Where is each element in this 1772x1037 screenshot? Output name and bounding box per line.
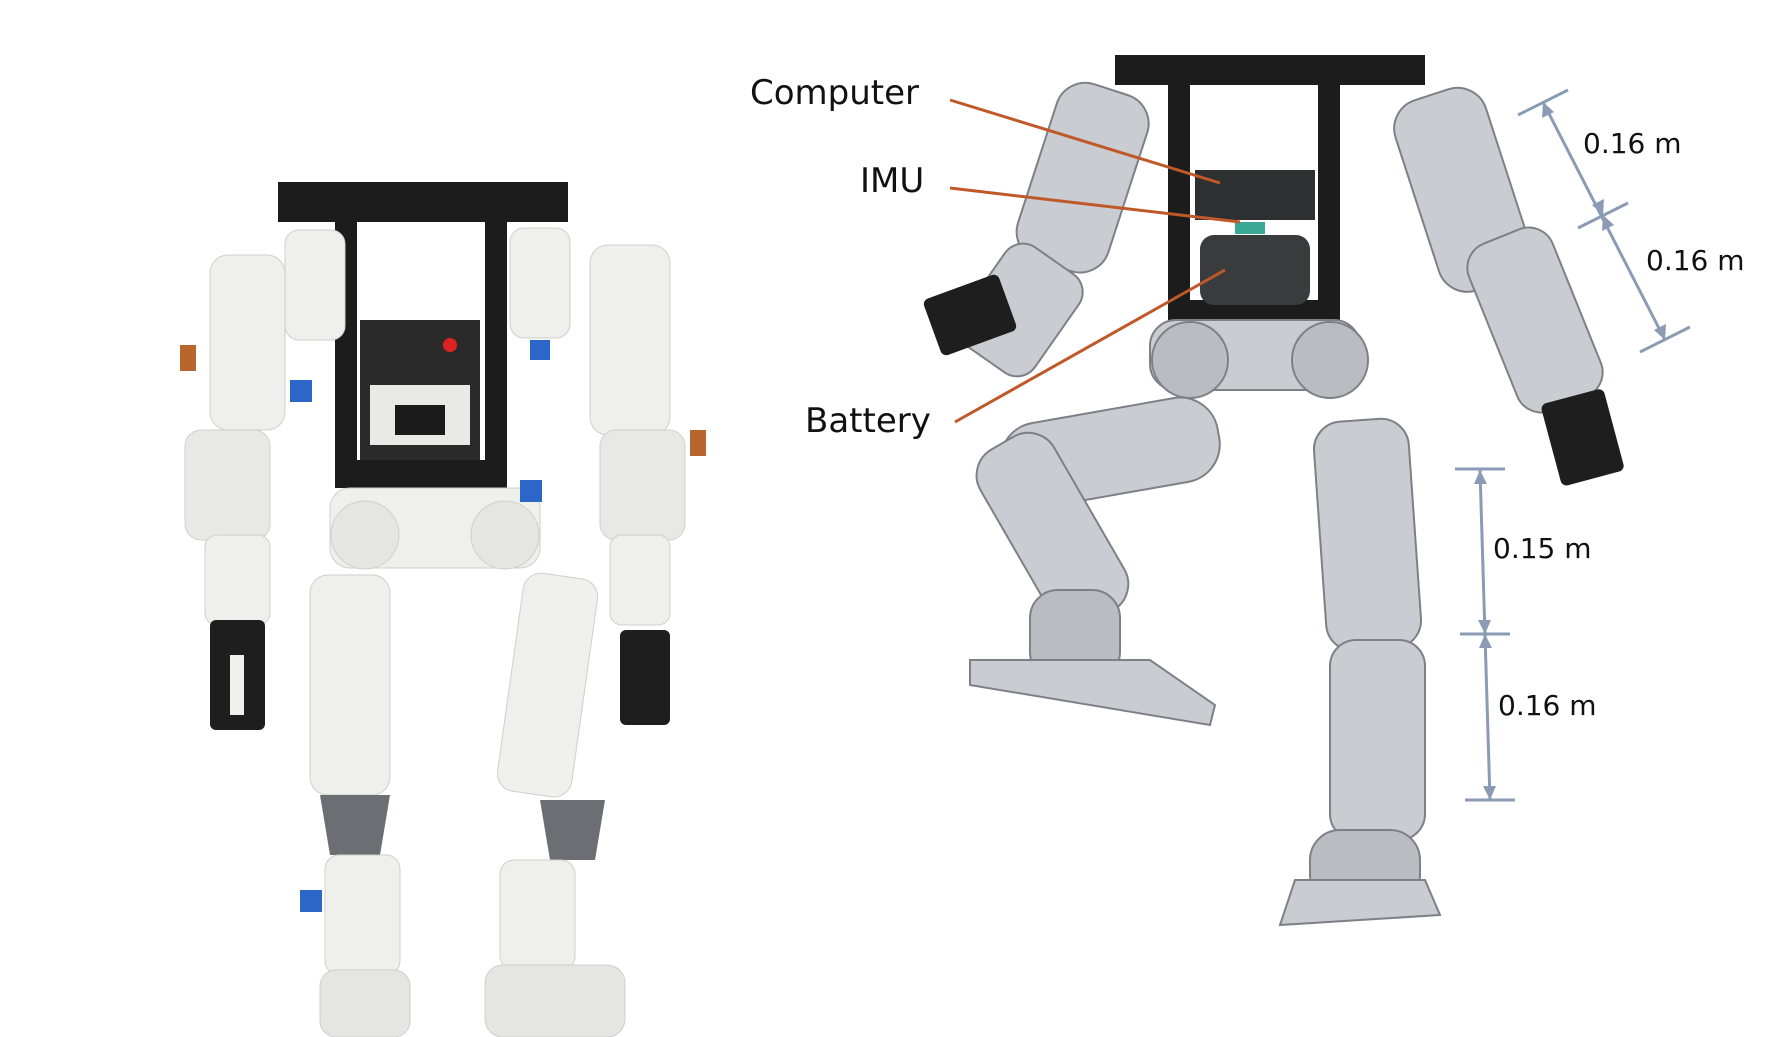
photo-frame-bottom	[335, 460, 507, 488]
photo-left-shoulder	[284, 229, 346, 341]
forearm-length-label: 0.16 m	[1646, 244, 1745, 277]
cad-imu-chip	[1235, 222, 1265, 234]
arm-dimension-arrow-2	[1592, 199, 1604, 215]
cad-battery-box	[1200, 235, 1310, 305]
cad-frame-bottom	[1168, 300, 1340, 322]
arm-dimension-arrow-1	[1542, 102, 1554, 118]
photo-hip-left	[330, 500, 400, 570]
photo-left-ankle	[319, 969, 411, 1037]
photo-right-shoulder	[509, 227, 571, 339]
cad-right-forearm	[1466, 226, 1604, 414]
battery-label: Battery	[805, 401, 931, 441]
cad-right-shin	[1329, 639, 1426, 841]
photo-right-upper-arm	[589, 244, 671, 436]
photo-right-ankle	[484, 964, 626, 1037]
cad-right-thigh	[1312, 417, 1423, 653]
arm-dimension-arrow-4	[1654, 324, 1666, 340]
cad-computer-box	[1195, 170, 1315, 220]
photo-accent-blue-4	[300, 890, 322, 912]
leg-dimension-arrow-2	[1478, 620, 1491, 634]
cad-left-gripper	[923, 274, 1017, 356]
shin-length-label: 0.16 m	[1498, 689, 1597, 722]
photo-right-elbow	[599, 429, 686, 541]
photo-accent-blue-1	[290, 380, 312, 402]
photo-left-elbow	[184, 429, 271, 541]
cad-right-foot	[1278, 879, 1442, 927]
photo-top-frame	[278, 182, 568, 222]
cad-frame-right-post	[1318, 80, 1340, 320]
cad-right-gripper	[1541, 389, 1624, 486]
cad-hip-left	[1151, 321, 1229, 399]
battery-callout-line	[954, 268, 1226, 424]
photo-accent-orange-1	[180, 345, 196, 371]
leg-dimension-arrow-1	[1474, 470, 1487, 484]
upper-arm-length-label: 0.16 m	[1583, 127, 1682, 160]
computer-label: Computer	[750, 73, 919, 113]
leg-dimension-arrow-4	[1483, 786, 1496, 800]
robot-photo	[180, 182, 706, 1037]
thigh-length-label: 0.15 m	[1493, 532, 1592, 565]
photo-right-gripper	[620, 630, 670, 725]
photo-left-gripper-slot	[230, 655, 244, 715]
photo-left-knee-guard	[320, 795, 390, 855]
photo-electronics-slot	[395, 405, 445, 435]
photo-accent-orange-2	[690, 430, 706, 456]
photo-left-forearm	[204, 534, 271, 626]
robot-cad-model	[923, 55, 1624, 927]
photo-accent-blue-3	[520, 480, 542, 502]
photo-right-knee-guard	[540, 800, 605, 860]
dimensions: 0.16 m 0.16 m 0.15 m 0.16 m	[1455, 88, 1745, 802]
photo-right-thigh	[496, 572, 599, 798]
photo-right-forearm	[609, 534, 671, 626]
photo-left-upper-arm	[209, 254, 286, 431]
cad-top-frame	[1115, 55, 1425, 85]
photo-left-shin	[324, 854, 401, 976]
photo-right-shin	[499, 859, 576, 971]
photo-left-thigh	[309, 574, 391, 796]
imu-label: IMU	[860, 161, 924, 201]
cad-left-foot	[969, 659, 1217, 727]
computer-callout-line	[949, 98, 1221, 185]
arm-dimension-arrow-3	[1602, 215, 1614, 231]
callouts: Computer IMU Battery	[750, 73, 1241, 441]
photo-frame-right-post	[485, 218, 507, 488]
photo-accent-blue-2	[530, 340, 550, 360]
photo-hip-right	[470, 500, 540, 570]
photo-red-button	[443, 338, 457, 352]
imu-callout-line	[949, 186, 1241, 224]
cad-hip-right	[1291, 321, 1369, 399]
leg-dimension-arrow-3	[1479, 634, 1492, 648]
cad-frame-left-post	[1168, 80, 1190, 320]
